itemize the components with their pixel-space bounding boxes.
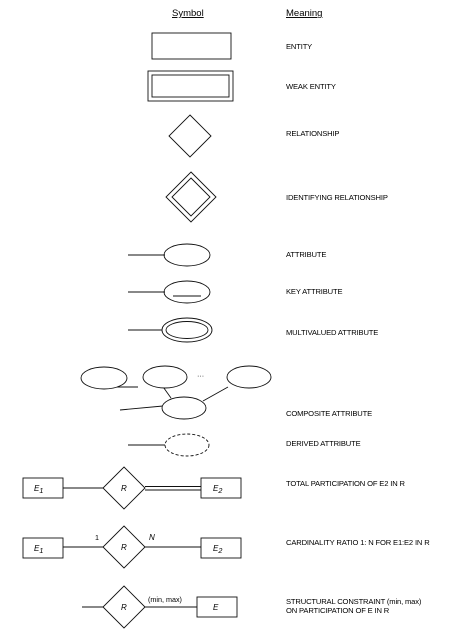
entity-symbol [151, 32, 232, 60]
meaning-weak-entity: WEAK ENTITY [286, 82, 336, 91]
derived-attribute-symbol [128, 433, 210, 457]
relationship-symbol [168, 114, 212, 158]
meaning-structural-constraint-line1: STRUCTURAL CONSTRAINT (min, max) [286, 597, 422, 606]
cardinality-e2-label: E2 [213, 544, 222, 555]
cardinality-one-label: 1 [95, 533, 99, 542]
meaning-total-participation: TOTAL PARTICIPATION OF E2 IN R [286, 479, 406, 488]
cardinality-e1-label: E1 [34, 544, 43, 555]
cardinality-ratio-symbol [22, 525, 242, 569]
total-participation-e2-label: E2 [213, 484, 222, 495]
weak-entity-symbol [147, 70, 234, 102]
meaning-multivalued-attribute: MULTIVALUED ATTRIBUTE [286, 328, 378, 337]
total-participation-e1-label: E1 [34, 484, 43, 495]
meaning-key-attribute: KEY ATTRIBUTE [286, 287, 343, 296]
cardinality-n-label: N [149, 533, 155, 542]
multivalued-attribute-symbol [128, 317, 213, 343]
meaning-column-header: Meaning [286, 8, 322, 19]
meaning-entity: ENTITY [286, 42, 312, 51]
meaning-structural-constraint-line2: ON PARTICIPATION OF E IN R [286, 606, 390, 615]
meaning-derived-attribute: DERIVED ATTRIBUTE [286, 439, 361, 448]
meaning-cardinality-ratio: CARDINALITY RATIO 1: N FOR E1:E2 IN R [286, 538, 430, 547]
composite-ellipsis: ··· [197, 371, 204, 380]
attribute-symbol [128, 243, 211, 267]
meaning-composite-attribute: COMPOSITE ATTRIBUTE [286, 409, 372, 418]
identifying-relationship-symbol [165, 171, 217, 223]
symbol-column-header: Symbol [172, 8, 204, 19]
composite-attribute-symbol [80, 365, 272, 420]
structural-e-label: E [213, 603, 219, 612]
meaning-attribute: ATTRIBUTE [286, 250, 326, 259]
structural-r-label: R [121, 603, 127, 612]
structural-min-max-label: (min, max) [148, 595, 182, 604]
meaning-identifying-relationship: IDENTIFYING RELATIONSHIP [286, 193, 388, 202]
cardinality-r-label: R [121, 543, 127, 552]
key-attribute-symbol [128, 280, 211, 304]
total-participation-symbol [22, 466, 242, 510]
structural-constraint-symbol [82, 585, 238, 629]
meaning-relationship: RELATIONSHIP [286, 129, 339, 138]
total-participation-r-label: R [121, 484, 127, 493]
